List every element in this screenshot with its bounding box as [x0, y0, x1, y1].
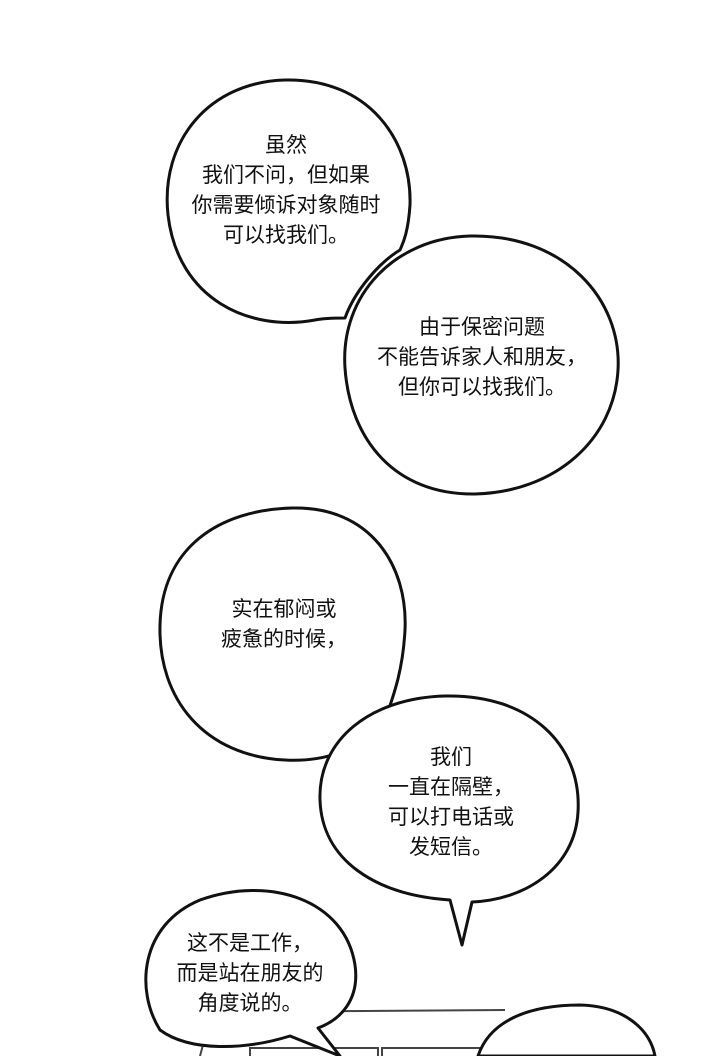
bubble-text-line: 这不是工作， — [187, 931, 313, 955]
bubble-text-line: 我们 — [430, 745, 472, 769]
bubble-text-line: 发短信。 — [409, 835, 493, 859]
bubble-text-line: 你需要倾诉对象随时 — [191, 193, 381, 217]
speech-bubble-2 — [343, 234, 620, 496]
bubble-text-line: 我们不问，但如果 — [202, 163, 370, 187]
bubble-text-line: 虽然 — [265, 133, 307, 157]
bubble-text-line: 疲惫的时候， — [221, 627, 347, 651]
bubble-1-text: 虽然 我们不问，但如果 你需要倾诉对象随时 可以找我们。 — [166, 130, 406, 250]
bubble-text-line: 可以找我们。 — [223, 223, 349, 247]
bubble-text-line: 由于保密问题 — [419, 315, 545, 339]
speech-bubble-4 — [318, 694, 580, 947]
bubble-text-line: 一直在隔壁， — [388, 775, 514, 799]
bubble-4-text: 我们 一直在隔壁， 可以打电话或 发短信。 — [368, 742, 534, 862]
bubble-2-text: 由于保密问题 不能告诉家人和朋友， 但你可以找我们。 — [362, 312, 602, 402]
speech-bubble-6-partial — [476, 1003, 657, 1056]
bubble-text-line: 实在郁闷或 — [231, 597, 337, 621]
bubble-5-text: 这不是工作， 而是站在朋友的 角度说的。 — [160, 928, 340, 1018]
bubble-text-line: 不能告诉家人和朋友， — [377, 345, 587, 369]
speech-bubble-1 — [165, 78, 412, 324]
speech-bubble-3 — [158, 506, 407, 762]
bubble-text-line: 可以打电话或 — [388, 805, 514, 829]
bubble-text-line: 但你可以找我们。 — [398, 375, 566, 399]
speech-bubble-5 — [144, 888, 358, 1056]
bubble-3-text: 实在郁闷或 疲惫的时候， — [184, 594, 384, 654]
bubble-text-line: 而是站在朋友的 — [176, 961, 324, 985]
bubble-text-line: 角度说的。 — [197, 991, 303, 1015]
